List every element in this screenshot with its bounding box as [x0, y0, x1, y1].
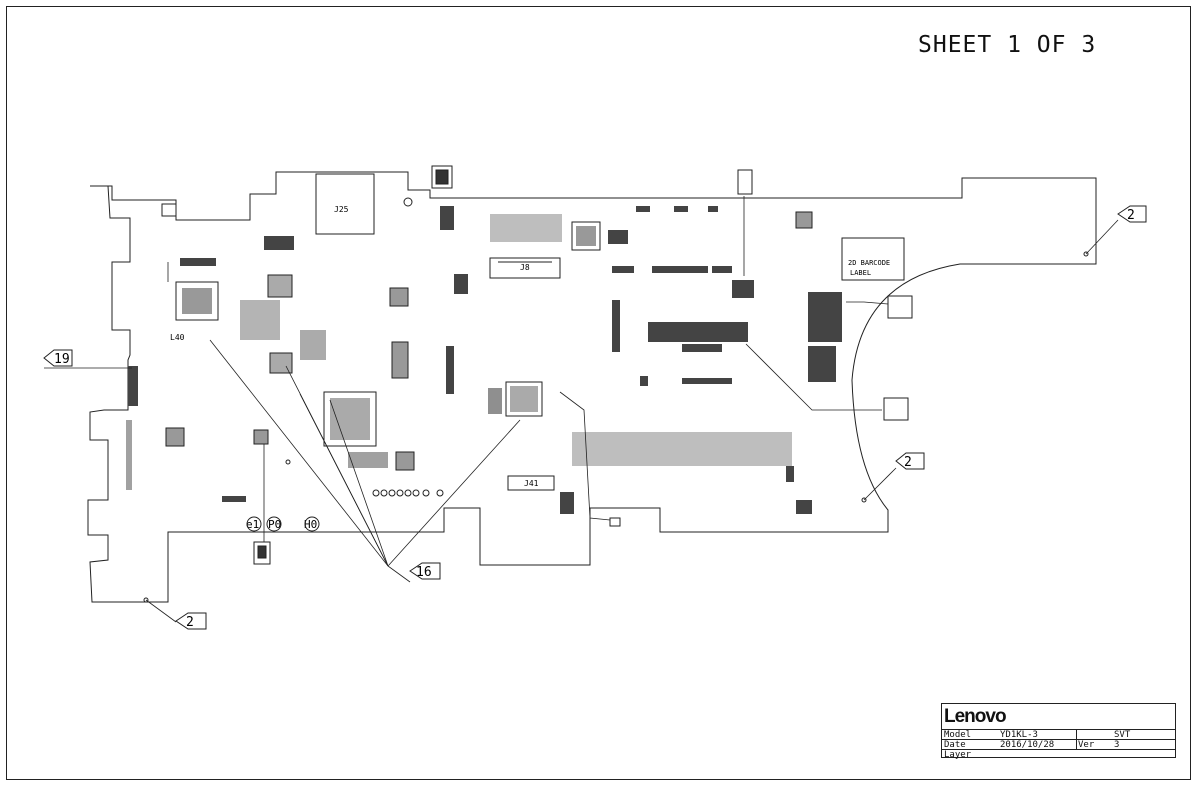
passive-components [126, 206, 842, 514]
chip-u7 [165, 427, 185, 447]
chip-u3 [269, 352, 293, 374]
connector-j8 [489, 257, 561, 279]
callout-2-mid-label: 2 [904, 455, 912, 470]
chip-u13 [571, 221, 601, 251]
date-value: 2016/10/28 [1000, 740, 1055, 750]
chip-u4 [389, 287, 409, 307]
test-points [161, 165, 913, 565]
board-outline [87, 171, 1097, 603]
lenovo-logo: Lenovo [944, 706, 1007, 727]
barcode-label-text-2: LABEL [850, 269, 871, 277]
inductor-l40-label: L40 [170, 333, 185, 342]
fiducial-e1: e1 [246, 518, 259, 531]
connector-j25 [315, 173, 375, 235]
callout-19-label: 19 [54, 352, 70, 367]
title-block-row-model: Model YD1KL-3 SVT [942, 729, 1175, 740]
phase-value: SVT [1114, 730, 1131, 740]
date-label: Date [944, 740, 966, 750]
connector-j25-label: J25 [334, 205, 349, 214]
callout-2-top-label: 2 [1127, 208, 1135, 223]
title-block: Lenovo Model YD1KL-3 SVT Date 2016/10/28… [941, 703, 1176, 760]
chip-u5 [391, 341, 409, 379]
callout-2-bottom [175, 612, 207, 630]
connector-j8-label: J8 [520, 263, 530, 272]
connector-j41 [507, 475, 555, 491]
chip-u2 [267, 274, 293, 298]
layer-label: Layer [944, 750, 972, 760]
connector-j41-label: J41 [524, 479, 539, 488]
callout-2-top [1117, 205, 1147, 223]
fiducial-p0: P0 [268, 518, 281, 531]
fiducial-h0: H0 [304, 518, 317, 531]
bga-chip-soc [323, 391, 377, 447]
mounting-holes [143, 197, 1089, 603]
ver-label: Ver [1078, 740, 1095, 750]
chip-u8 [253, 429, 269, 445]
callout-19 [43, 349, 73, 367]
leader-lines [44, 196, 1119, 623]
bga-chip-u101 [505, 381, 543, 417]
model-label: Model [944, 730, 972, 740]
sheet-title: SHEET 1 OF 3 [918, 32, 1097, 58]
bga-chip-u1 [175, 281, 219, 321]
title-block-row-date: Date 2016/10/28 Ver 3 [942, 739, 1175, 750]
callout-2-bottom-label: 2 [186, 615, 194, 630]
callout-16 [409, 562, 441, 580]
title-block-row-layer: Layer [942, 749, 1175, 760]
callout-2-mid [895, 452, 925, 470]
callout-16-label: 16 [416, 565, 432, 580]
model-value: YD1KL-3 [1000, 730, 1038, 740]
ver-value: 3 [1114, 740, 1120, 750]
chip-u9 [795, 211, 813, 229]
chip-u6 [395, 451, 415, 471]
drawing-frame [6, 6, 1191, 780]
barcode-label-box [841, 237, 905, 281]
barcode-label-text-1: 2D BARCODE [848, 259, 890, 267]
